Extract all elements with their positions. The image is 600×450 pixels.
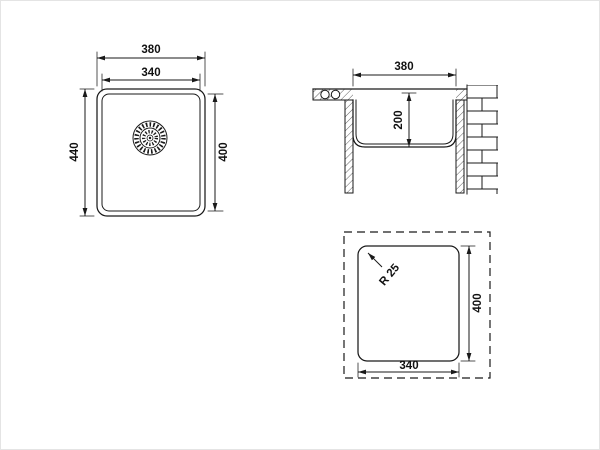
sink-outer-outline [96, 88, 206, 217]
top-view-dimension-lines [82, 55, 218, 216]
cutout-view: R 25 400 340 [343, 231, 491, 379]
dim-label-section-depth: 200 [393, 110, 405, 129]
cabinet-side-right [455, 99, 465, 194]
dim-label-plan-width-inner: 340 [141, 67, 160, 79]
dim-label-cutout-width: 340 [399, 360, 418, 372]
countertop-hatch-right [456, 89, 467, 100]
section-view: 380 200 [312, 61, 498, 195]
dim-label-plan-height-outer: 440 [69, 142, 81, 161]
radius-leader-arrow [367, 252, 383, 268]
dim-label-plan-width-outer: 380 [141, 44, 160, 56]
cabinet-side-left [344, 99, 354, 194]
drain-icon [132, 120, 168, 156]
countertop-dashed-outline [343, 231, 491, 379]
dim-label-section-width: 380 [394, 61, 413, 73]
top-view: 380 340 440 400 [69, 44, 230, 217]
dim-label-plan-height-inner: 400 [218, 142, 230, 161]
cutout-outline [357, 245, 460, 362]
bowl-inner-wall [355, 99, 454, 145]
sink-bowl-inner-outline [101, 93, 201, 212]
tap-hole-icon [320, 89, 330, 100]
tap-hole-icon [330, 89, 341, 100]
bowl-outer-wall [352, 99, 457, 148]
dim-label-cutout-height: 400 [472, 293, 484, 312]
brick-wall [466, 84, 498, 195]
